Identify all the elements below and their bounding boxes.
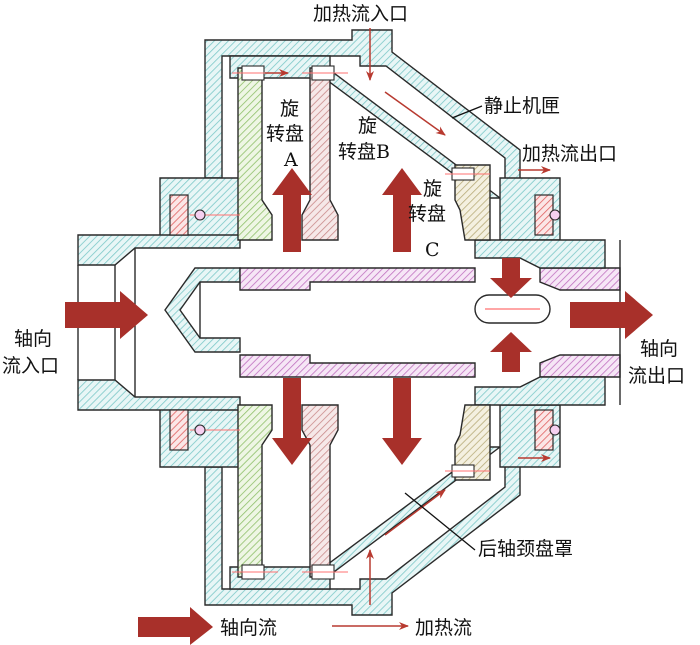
legend-axial-flow-swatch — [138, 607, 213, 645]
disk-a-label-1: 旋 — [280, 98, 299, 120]
heating-flow-arrows — [265, 28, 551, 605]
disk-a-label-3: A — [283, 149, 298, 171]
outlet-sleeve — [474, 239, 606, 406]
lower-casing-arrow — [384, 489, 446, 536]
seals — [169, 194, 554, 451]
disk-c-label-2: 转盘 — [408, 203, 446, 225]
heating-outlet-label: 加热流出口 — [522, 143, 617, 165]
stationary-casing-label: 静止机匣 — [484, 95, 560, 117]
axial-inlet-label-1: 轴向 — [14, 328, 52, 350]
axial-outlet-label-1: 轴向 — [640, 338, 678, 360]
disk-b-downward-arrow — [382, 378, 422, 465]
axial-outlet-label-2: 流出口 — [628, 365, 685, 387]
leader-lines — [404, 105, 483, 551]
disk-b-upward-arrow — [382, 168, 422, 252]
rotating-disk-c — [454, 164, 491, 481]
bolts — [190, 65, 561, 580]
disk-c-label-1: 旋 — [423, 178, 442, 200]
disk-b-label-1: 旋 — [358, 115, 377, 137]
shaft — [239, 240, 621, 405]
disk-a-downward-arrow — [272, 378, 312, 465]
rear-journal-cover-label: 后轴颈盘罩 — [478, 538, 573, 560]
disk-b-label-2: 转盘B — [338, 141, 390, 163]
legend-axial-flow-label: 轴向流 — [220, 617, 277, 639]
disk-a-label-2: 转盘 — [266, 123, 304, 145]
axial-inlet-label-2: 流入口 — [2, 355, 59, 377]
rotating-disk-b — [301, 67, 339, 578]
legend-heating-flow-label: 加热流 — [415, 617, 472, 639]
text-labels: 加热流入口 静止机匣 加热流出口 旋 转盘 A 旋 转盘B 旋 转盘 C 轴向 … — [2, 3, 685, 560]
legend: 轴向流 加热流 — [138, 607, 472, 645]
disk-a-upward-arrow — [272, 168, 312, 252]
casing-down-arrow — [384, 91, 446, 136]
axial-outlet-arrow — [570, 291, 653, 339]
outlet-up-arrow — [490, 332, 532, 372]
axial-flow-arrows — [65, 168, 653, 465]
disk-c-label-3: C — [425, 239, 440, 261]
outlet-down-arrow — [490, 258, 532, 298]
heating-inlet-label: 加热流入口 — [313, 3, 408, 25]
axial-inlet-arrow — [65, 291, 148, 339]
